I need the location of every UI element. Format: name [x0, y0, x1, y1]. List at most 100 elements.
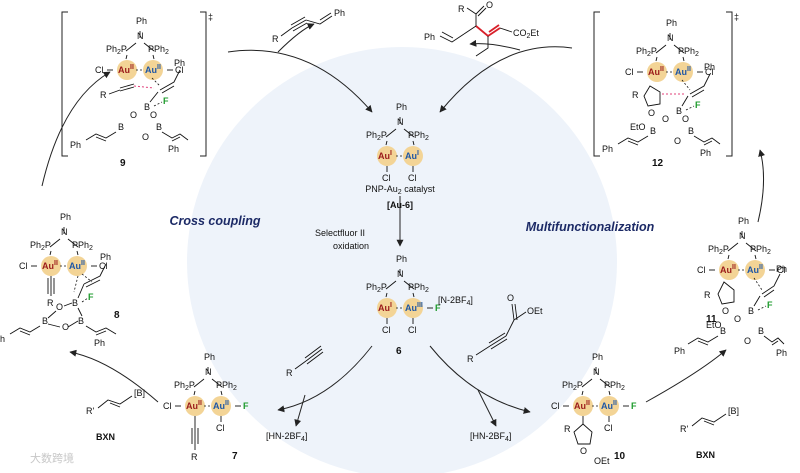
- svg-text:Ph: Ph: [70, 140, 81, 150]
- svg-text:Cl: Cl: [382, 173, 391, 183]
- bracket-9-left: [61, 11, 68, 157]
- arrow-6-to-10: [429, 345, 531, 414]
- svg-text:F: F: [631, 401, 637, 411]
- svg-text:B: B: [688, 126, 694, 136]
- svg-text:R: R: [632, 90, 639, 100]
- svg-text:B: B: [156, 122, 162, 132]
- svg-text:Ph: Ph: [700, 148, 711, 158]
- svg-text:O: O: [744, 336, 751, 346]
- svg-text:Ph: Ph: [334, 8, 345, 18]
- svg-text:OEt: OEt: [594, 456, 610, 466]
- label-10: 10: [614, 451, 626, 462]
- svg-text:O: O: [648, 108, 655, 118]
- svg-text:Cl: Cl: [408, 325, 417, 335]
- svg-text:O: O: [682, 114, 689, 124]
- svg-text:B: B: [72, 298, 78, 308]
- svg-text:Ph: Ph: [94, 338, 105, 348]
- svg-text:AuI: AuI: [378, 150, 392, 161]
- svg-text:B: B: [676, 106, 682, 116]
- svg-text:Cl: Cl: [408, 173, 417, 183]
- label-12: 12: [652, 158, 664, 169]
- bracket-12-right: [726, 11, 733, 157]
- svg-text:AuII: AuII: [42, 260, 58, 271]
- svg-text:O: O: [486, 0, 493, 10]
- svg-text:O: O: [142, 132, 149, 142]
- svg-text:B: B: [720, 326, 726, 336]
- watermark-text: 大数跨境: [30, 451, 74, 465]
- svg-text:Cl: Cl: [777, 265, 786, 275]
- svg-text:F: F: [435, 303, 441, 313]
- svg-text:Cl: Cl: [163, 401, 172, 411]
- svg-text:EtO: EtO: [630, 122, 646, 132]
- svg-text:R: R: [100, 90, 107, 100]
- svg-text:O: O: [150, 110, 157, 120]
- dagger-12: ‡: [734, 12, 739, 22]
- svg-text:Ph: Ph: [776, 348, 787, 358]
- svg-text:Ph: Ph: [738, 216, 749, 226]
- svg-text:Ph: Ph: [100, 252, 111, 262]
- arrow-release-hn-right: [477, 389, 497, 427]
- svg-text:F: F: [767, 300, 773, 310]
- arrow-release-product: [469, 39, 521, 51]
- label-6: 6: [396, 346, 402, 357]
- svg-text:Ph: Ph: [674, 346, 685, 356]
- svg-text:R': R': [86, 406, 94, 416]
- svg-text:Ph: Ph: [204, 352, 215, 362]
- svg-text:Ph2P: Ph2P: [366, 130, 387, 142]
- svg-text:AuII: AuII: [69, 260, 85, 271]
- svg-text:AuII: AuII: [720, 264, 736, 275]
- svg-text:Ph: Ph: [396, 254, 407, 264]
- svg-text:O: O: [62, 322, 69, 332]
- svg-text:F: F: [243, 401, 249, 411]
- svg-text:O: O: [734, 314, 741, 324]
- svg-text:Cl: Cl: [604, 423, 613, 433]
- svg-text:O: O: [580, 446, 587, 456]
- arrow-7-to-8: [69, 349, 159, 403]
- arrow-12-to-catalyst: [439, 46, 573, 113]
- svg-text:AuII: AuII: [186, 400, 202, 411]
- svg-text:Ph: Ph: [168, 144, 179, 154]
- svg-text:R: R: [272, 34, 279, 44]
- svg-text:AuII: AuII: [648, 66, 664, 77]
- svg-text:Cl: Cl: [95, 65, 104, 75]
- svg-text:F: F: [163, 96, 169, 106]
- catalyst-code: [Au-6]: [387, 200, 413, 210]
- svg-text:Ph: Ph: [602, 144, 613, 154]
- svg-text:R: R: [467, 354, 474, 364]
- svg-text:F: F: [88, 292, 94, 302]
- svg-text:Ph2P: Ph2P: [174, 380, 195, 392]
- arrow-10-to-11: [645, 349, 727, 403]
- arrow-6-to-7: [277, 345, 373, 413]
- svg-text:Ph: Ph: [666, 18, 677, 28]
- svg-text:Cl: Cl: [175, 65, 184, 75]
- multifunctionalized-product: R O CO2Et Ph: [424, 0, 539, 57]
- bracket-9-right: [200, 11, 207, 157]
- released-hn-right: [HN-2BF4]: [470, 431, 511, 443]
- svg-text:B: B: [650, 126, 656, 136]
- svg-text:OEt: OEt: [527, 306, 543, 316]
- bracket-12-left: [593, 11, 600, 157]
- svg-text:Ph: Ph: [136, 16, 147, 26]
- label-8: 8: [114, 310, 120, 321]
- arrow-release-hn-left: [294, 394, 306, 427]
- oxidation-label: oxidation: [333, 241, 369, 251]
- svg-text:Ph: Ph: [424, 32, 435, 42]
- svg-text:Ph: Ph: [592, 352, 603, 362]
- svg-text:R: R: [458, 4, 465, 14]
- svg-text:BXN: BXN: [696, 450, 715, 460]
- svg-text:O: O: [674, 136, 681, 146]
- svg-text:B: B: [118, 122, 124, 132]
- svg-text:AuII: AuII: [574, 400, 590, 411]
- svg-text:Ph2P: Ph2P: [106, 44, 127, 56]
- cross-coupling-title: Cross coupling: [170, 214, 261, 228]
- svg-text:Cl: Cl: [99, 261, 108, 271]
- catalyst-label: PNP-Au2 catalyst: [365, 184, 435, 196]
